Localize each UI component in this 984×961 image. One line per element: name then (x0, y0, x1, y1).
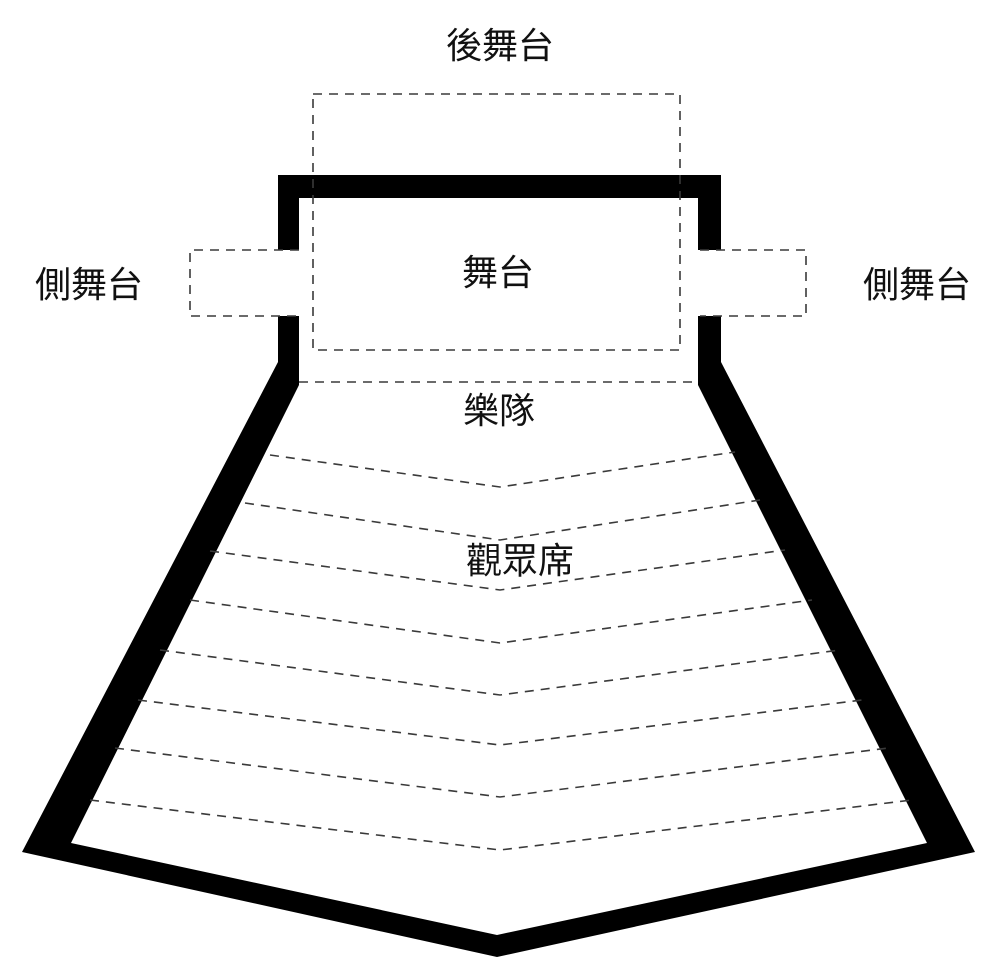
back-stage-label: 後舞台 (446, 26, 554, 67)
seat-row-8 (89, 799, 913, 851)
seat-row-5 (159, 649, 841, 696)
back-stage-area (312, 93, 681, 351)
side-stage-opening-left (276, 250, 302, 316)
seat-row-1 (269, 451, 736, 488)
side-stage-left-area (189, 249, 299, 317)
audience-label: 觀眾席 (466, 541, 574, 582)
side-stage-left-label: 側舞台 (35, 265, 143, 306)
seat-row-4 (189, 599, 813, 644)
seat-row-6 (137, 699, 863, 746)
seat-row-3 (209, 549, 786, 591)
side-stage-right-label: 側舞台 (863, 265, 971, 306)
stage-label: 舞台 (462, 253, 534, 294)
side-stage-opening-right (696, 250, 724, 316)
audience-seating-rows (89, 451, 913, 851)
orchestra-label: 樂隊 (463, 391, 535, 432)
side-stage-right-area (700, 249, 807, 317)
seat-row-7 (114, 747, 889, 798)
seat-row-2 (244, 499, 761, 541)
